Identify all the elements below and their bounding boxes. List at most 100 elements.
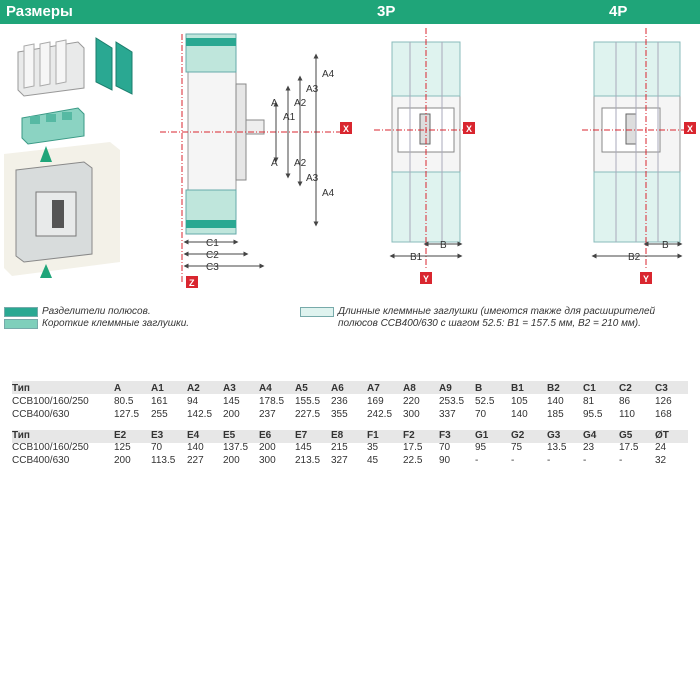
short-cap-swatch — [4, 319, 38, 329]
table-cell: 337 — [439, 409, 456, 420]
table-cell: E5 — [223, 430, 236, 441]
table-cell: 178.5 — [259, 396, 285, 407]
table-cell: 236 — [331, 396, 348, 407]
table-cell: 22.5 — [403, 455, 423, 466]
table-cell: 200 — [259, 442, 276, 453]
table-cell: G2 — [511, 430, 525, 441]
side-dimension-labels: A4 A3 A2 A1 A A A2 A3 A4 C1 C2 C3 X Z — [186, 69, 352, 288]
axis-y-3p: Y — [423, 274, 429, 284]
table-cell: 17.5 — [403, 442, 423, 453]
separator-swatch — [4, 307, 38, 317]
table-cell: 213.5 — [295, 455, 321, 466]
table-cell: 32 — [655, 455, 667, 466]
label-4p: 4P — [609, 3, 628, 20]
table-cell: 35 — [367, 442, 379, 453]
table-cell: C3 — [655, 383, 668, 394]
table-cell: 110 — [619, 409, 635, 420]
table-cell: 140 — [187, 442, 204, 453]
table-cell: E6 — [259, 430, 272, 441]
table-cell: 24 — [655, 442, 667, 453]
table-cell: 200 — [114, 455, 131, 466]
dim-a-top: A — [271, 98, 278, 109]
table-cell: E7 — [295, 430, 308, 441]
separators-illustration — [17, 37, 133, 97]
table-header-band-1 — [12, 381, 688, 394]
table-cell: A2 — [187, 383, 200, 394]
front-view-3p: B1 B X Y — [374, 28, 475, 284]
table-cell: 86 — [619, 396, 631, 407]
table-cell: Тип — [12, 383, 30, 394]
table-cell: F3 — [439, 430, 451, 441]
table-cell: 215 — [331, 442, 348, 453]
table-cell: CCB400/630 — [12, 455, 70, 466]
table-cell: G3 — [547, 430, 561, 441]
table-cell: E2 — [114, 430, 127, 441]
table-cell: 200 — [223, 455, 240, 466]
table-cell: 255 — [151, 409, 168, 420]
dim-c3: C3 — [206, 262, 219, 273]
table-cell: 220 — [403, 396, 420, 407]
dim-b-3p: B — [440, 240, 447, 251]
table-cell: 145 — [223, 396, 240, 407]
table-header-band-2 — [12, 430, 688, 443]
dim-a4-top: A4 — [322, 69, 335, 80]
table-cell: 169 — [367, 396, 384, 407]
breaker-illustration — [4, 142, 120, 278]
legend-long-caps: Длинные клеммные заглушки (имеются также… — [300, 306, 696, 332]
table-cell: 95 — [475, 442, 487, 453]
dim-a4-bottom: A4 — [322, 188, 335, 199]
axis-x-4p: X — [687, 124, 693, 134]
table-cell: 81 — [583, 396, 595, 407]
table-cell: A1 — [151, 383, 164, 394]
legend-short-caps: Короткие клеммные заглушки. — [4, 318, 294, 330]
table-cell: 140 — [547, 396, 564, 407]
table-cell: 142.5 — [187, 409, 213, 420]
side-view — [160, 33, 345, 284]
table-cell: 200 — [223, 409, 240, 420]
axis-y-4p: Y — [643, 274, 649, 284]
table-cell: A7 — [367, 383, 380, 394]
dim-c1: C1 — [206, 238, 219, 249]
side-dimensions — [183, 53, 319, 269]
table-cell: 300 — [403, 409, 420, 420]
table-cell: 80.5 — [114, 396, 134, 407]
table-cell: E3 — [151, 430, 164, 441]
legend-separators: Разделители полюсов. — [4, 306, 294, 318]
table-cell: 75 — [511, 442, 523, 453]
table-cell: 125 — [114, 442, 131, 453]
dim-a2-bottom: A2 — [294, 158, 307, 169]
table-cell: 185 — [547, 409, 564, 420]
legend-long-caps-text-1: Длинные клеммные заглушки (имеются также… — [338, 306, 656, 317]
table-cell: A4 — [259, 383, 272, 394]
table-cell: C1 — [583, 383, 596, 394]
table-cell: 13.5 — [547, 442, 567, 453]
table-cell: 23 — [583, 442, 595, 453]
table-cell: E4 — [187, 430, 200, 441]
dim-b1: B1 — [410, 252, 423, 263]
table-cell: - — [583, 455, 587, 466]
legend-separators-text: Разделители полюсов. — [42, 306, 151, 317]
table-cell: 45 — [367, 455, 379, 466]
dimension-drawing: A4 A3 A2 A1 A A A2 A3 A4 C1 C2 C3 X Z B1… — [4, 28, 696, 288]
table-cell: 113.5 — [151, 455, 176, 466]
table-cell: 227.5 — [295, 409, 321, 420]
table-cell: 105 — [511, 396, 528, 407]
table-cell: - — [547, 455, 551, 466]
table-cell: 242.5 — [367, 409, 393, 420]
short-caps-illustration — [21, 107, 85, 145]
table-cell: ØT — [655, 430, 669, 441]
table-cell: 237 — [259, 409, 276, 420]
table-cell: CCB400/630 — [12, 409, 70, 420]
table-cell: B — [475, 383, 483, 394]
table-cell: - — [619, 455, 623, 466]
table-cell: A9 — [439, 383, 452, 394]
table-cell: 355 — [331, 409, 348, 420]
table-cell: - — [511, 455, 515, 466]
table-cell: A5 — [295, 383, 308, 394]
dim-b-4p: B — [662, 240, 669, 251]
